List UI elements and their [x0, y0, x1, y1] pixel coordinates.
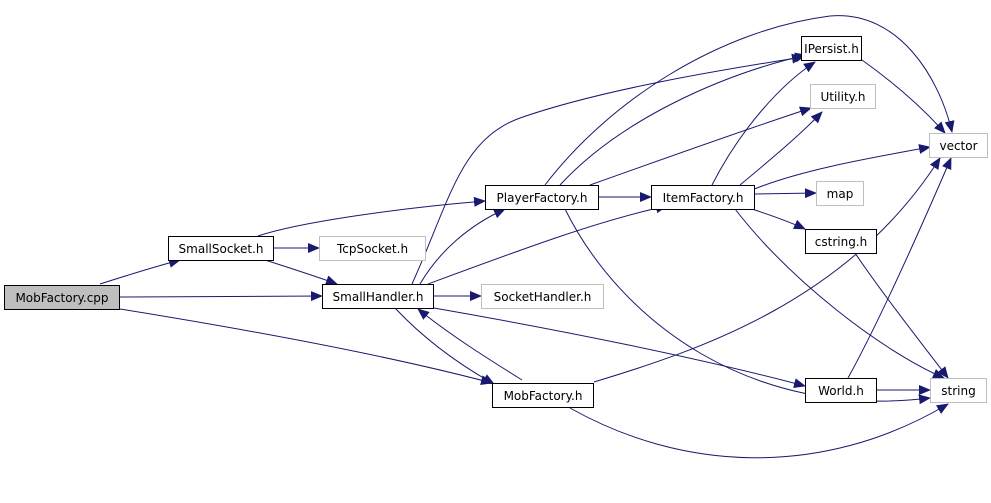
edge-smallhandler-to-world [433, 307, 806, 388]
edge-smallhandler-to-mobfactory-h [394, 307, 495, 385]
node-sockethandler-h: SocketHandler.h [481, 284, 604, 309]
node-ipersist-h[interactable]: IPersist.h [801, 36, 862, 61]
node-smallsocket-h[interactable]: SmallSocket.h [168, 236, 274, 261]
edge-itemfactory-to-cstring [751, 208, 806, 230]
node-itemfactory-h[interactable]: ItemFactory.h [651, 185, 755, 210]
edge-smallsocket-to-smallhandler [264, 259, 338, 285]
edge-itemfactory-to-map [754, 188, 817, 199]
edge-smallhandler-to-itemfactory [427, 203, 668, 285]
node-utility-h: Utility.h [810, 84, 876, 109]
edge-smallhandler-to-ipersist [411, 53, 804, 285]
node-tcpsocket-h: TcpSocket.h [319, 236, 426, 261]
edge-mobfactory-cpp-to-mobfactory-h [119, 308, 493, 386]
edge-ipersist-to-vector [861, 59, 946, 134]
edge-mobfactory-h-to-smallhandler [417, 308, 523, 381]
node-world-h[interactable]: World.h [805, 378, 877, 403]
edge-itemfactory-to-utility [739, 111, 823, 186]
edges [99, 15, 955, 459]
edge-playerfactory-to-utility [589, 106, 812, 186]
edge-playerfactory-to-vector [544, 15, 955, 186]
edge-mobfactory-h-to-vector [593, 157, 941, 383]
edge-itemfactory-to-ipersist [711, 61, 816, 186]
edge-cstring-to-string [854, 252, 949, 379]
edge-world-to-vector [847, 157, 952, 379]
node-cstring-h[interactable]: cstring.h [805, 229, 877, 254]
node-mobfactory-cpp: MobFactory.cpp [4, 285, 120, 310]
edge-mobfactory-cpp-to-smallsocket [99, 258, 181, 285]
node-vector: vector [929, 133, 988, 158]
edge-smallhandler-to-playerfactory [419, 208, 506, 285]
node-playerfactory-h[interactable]: PlayerFactory.h [485, 185, 599, 210]
node-string: string [930, 378, 987, 403]
node-map: map [816, 181, 864, 206]
node-smallhandler-h[interactable]: SmallHandler.h [322, 284, 434, 309]
edge-itemfactory-to-vector [751, 144, 931, 191]
edge-mobfactory-h-to-string [569, 403, 949, 459]
edge-playerfactory-to-ipersist [559, 52, 807, 186]
edge-mobfactory-cpp-to-smallhandler [119, 291, 323, 302]
edge-itemfactory-to-string [734, 208, 945, 379]
node-mobfactory-h[interactable]: MobFactory.h [492, 383, 594, 408]
edge-smallsocket-to-playerfactory [257, 196, 486, 237]
